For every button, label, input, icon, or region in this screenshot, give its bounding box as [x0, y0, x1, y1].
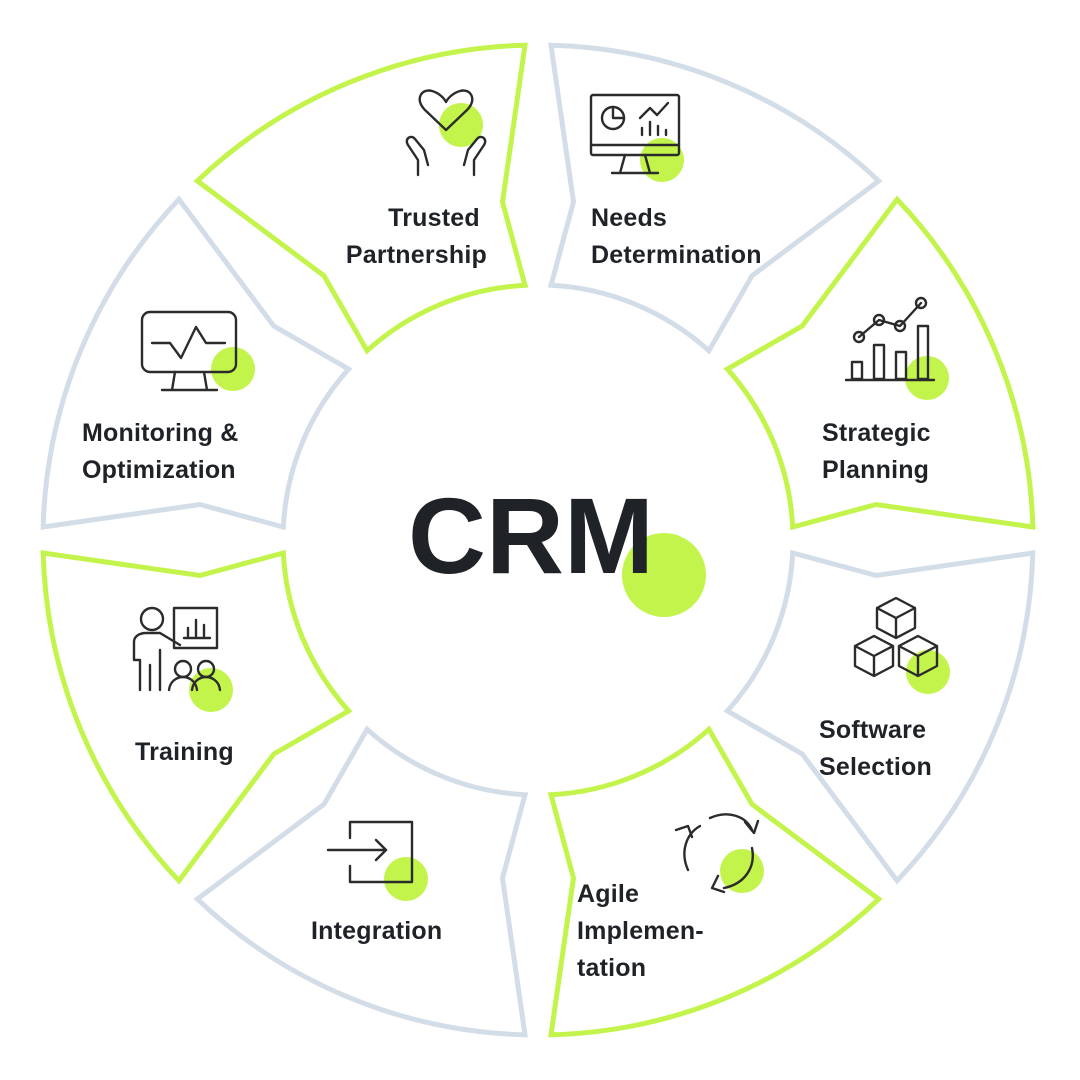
center-title: CRM: [408, 475, 654, 596]
label-training: Training: [135, 738, 234, 766]
segment-strategic-planning: [723, 549, 1036, 885]
label-integration: Integration: [311, 917, 442, 945]
cycle-arrows-icon: [674, 813, 764, 894]
heart-hands-icon: [405, 89, 487, 177]
segment-needs-determination: [723, 195, 1036, 531]
label-agile-implementation: Agile Implemen- tation: [577, 880, 711, 982]
segment-integration: [40, 549, 353, 885]
presentation-people-icon: [132, 606, 233, 712]
growth-chart-icon: [844, 296, 949, 400]
pulse-monitor-icon: [140, 310, 255, 392]
segment-training: [40, 195, 353, 531]
enter-box-icon: [326, 820, 428, 901]
label-monitoring-optimization: Monitoring & Optimization: [82, 419, 246, 484]
segment-trusted-partnership: [547, 42, 883, 355]
label-strategic-planning: Strategic Planning: [822, 419, 938, 484]
label-needs-determination: Needs Determination: [591, 204, 762, 269]
analytics-monitor-icon: [589, 93, 684, 182]
label-software-selection: Software Selection: [819, 716, 933, 781]
center-hub: CRM: [408, 475, 706, 617]
segments-layer: [40, 42, 1036, 1038]
segment-labels: Trusted Partnership Needs Determination …: [82, 204, 938, 982]
cubes-icon: [853, 596, 950, 694]
label-trusted-partnership: Trusted Partnership: [346, 204, 487, 269]
center-accent-dot: [622, 533, 706, 617]
